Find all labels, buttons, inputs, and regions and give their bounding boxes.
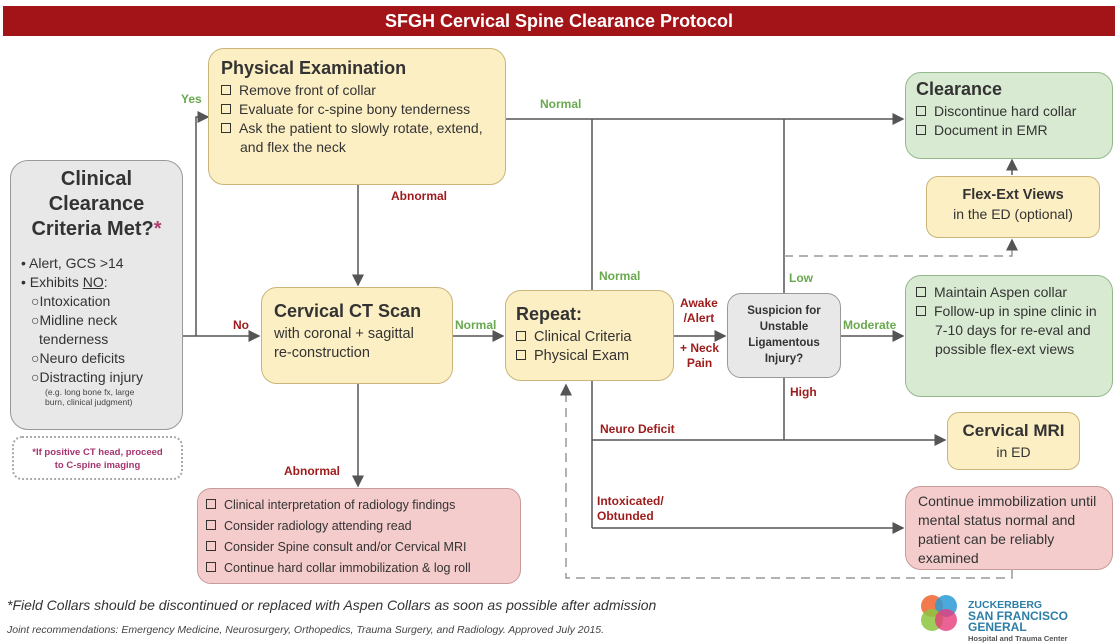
exam-item-collar: Remove front of collar [221, 81, 493, 100]
suspicion-line1: Suspicion for [747, 305, 821, 317]
label-abnormal-exam: Abnormal [391, 189, 448, 203]
repeat-item-exam: Physical Exam [516, 347, 663, 366]
repeat-item-criteria: Clinical Criteria [516, 328, 663, 347]
criterion-midline-2: tenderness [39, 331, 109, 347]
suspicion-line3: Ligamentous [748, 337, 820, 349]
abnormal-item-collar: Continue hard collar immobilization & lo… [206, 558, 512, 579]
criterion-neuro: ○Neuro deficits [31, 350, 126, 366]
clinical-title-3: Criteria Met? [31, 218, 154, 240]
mri-title: Cervical MRI [962, 421, 1065, 440]
label-abnormal-ct: Abnormal [284, 464, 341, 478]
zsfg-logo-mark [921, 595, 957, 631]
criterion-distracting: ○Distracting injury [31, 369, 143, 385]
label-moderate: Moderate [843, 318, 897, 332]
physical-exam-box: Physical Examination Remove front of col… [208, 48, 506, 185]
maintain-item-followup: Follow-up in spine clinic in 7-10 days f… [916, 302, 1102, 359]
clearance-title: Clearance [916, 79, 1003, 99]
label-intoxicated: Intoxicated/Obtunded [597, 494, 664, 523]
clinical-bullet-exhibits: • Exhibits NO: [21, 274, 108, 290]
suspicion-line4: Injury? [764, 353, 804, 365]
criterion-midline: ○Midline neck [31, 312, 118, 328]
maintain-box: Maintain Aspen collar Follow-up in spine… [905, 275, 1113, 397]
suspicion-box: Suspicion for Unstable Ligamentous Injur… [727, 293, 841, 378]
ct-head-note: *If positive CT head, proceed to C-spine… [12, 436, 183, 480]
footer-joint: Joint recommendations: Emergency Medicin… [7, 624, 605, 636]
clinical-clearance-box: Clinical Clearance Criteria Met?* • Aler… [10, 160, 183, 430]
label-low: Low [789, 271, 813, 285]
label-normal-exam: Normal [540, 97, 582, 111]
clinical-asterisk: * [153, 218, 162, 240]
abnormal-item-consult: Consider Spine consult and/or Cervical M… [206, 537, 512, 558]
flex-ext-subtitle: in the ED (optional) [953, 206, 1073, 222]
clearance-item-document: Document in EMR [916, 121, 1102, 140]
label-normal-ct: Normal [455, 318, 497, 332]
ct-scan-line1: with coronal + sagittal [274, 326, 414, 342]
label-neuro-deficit: Neuro Deficit [600, 422, 675, 436]
abnormal-item-attending: Consider radiology attending read [206, 516, 512, 537]
clinical-note-2: burn, clinical judgment) [45, 397, 133, 407]
title-banner: SFGH Cervical Spine Clearance Protocol [3, 6, 1115, 36]
repeat-box: Repeat: Clinical Criteria Physical Exam [505, 290, 674, 381]
repeat-title: Repeat: [516, 304, 583, 324]
immobilization-text: Continue immobilization until mental sta… [918, 493, 1097, 566]
physical-exam-title: Physical Examination [221, 58, 407, 78]
mri-box: Cervical MRI in ED [947, 412, 1080, 470]
clinical-title-1: Clinical [60, 168, 133, 190]
ct-scan-box: Cervical CT Scan with coronal + sagittal… [261, 287, 453, 384]
ct-scan-title: Cervical CT Scan [274, 301, 422, 321]
clinical-bullet-gcs: • Alert, GCS >14 [21, 255, 124, 271]
zsfg-logo-text: ZUCKERBERG SAN FRANCISCO GENERAL Hospita… [968, 599, 1069, 644]
label-yes: Yes [181, 92, 202, 106]
suspicion-line2: Unstable [759, 321, 809, 333]
clearance-item-discontinue: Discontinue hard collar [916, 102, 1102, 121]
criterion-intoxication: ○Intoxication [31, 293, 111, 309]
maintain-item-collar: Maintain Aspen collar [916, 283, 1102, 302]
clearance-box: Clearance Discontinue hard collar Docume… [905, 72, 1113, 159]
exam-item-rotate: Ask the patient to slowly rotate, extend… [221, 119, 493, 157]
immobilization-box: Continue immobilization until mental sta… [905, 486, 1113, 570]
flex-ext-title: Flex-Ext Views [962, 187, 1064, 203]
footer-note: *Field Collars should be discontinued or… [7, 597, 657, 613]
label-high: High [790, 385, 817, 399]
abnormal-item-interpretation: Clinical interpretation of radiology fin… [206, 495, 512, 516]
exam-item-tenderness: Evaluate for c-spine bony tenderness [221, 100, 493, 119]
label-no: No [233, 318, 249, 332]
mri-subtitle: in ED [996, 444, 1031, 460]
flex-ext-box: Flex-Ext Views in the ED (optional) [926, 176, 1100, 238]
ct-scan-line2: re-construction [274, 345, 370, 361]
abnormal-ct-box: Clinical interpretation of radiology fin… [197, 488, 521, 584]
clinical-note-1: (e.g. long bone fx, large [45, 387, 135, 397]
clinical-title-2: Clearance [48, 193, 145, 215]
label-awake-alert: Awake/Alert [680, 296, 718, 325]
label-normal-repeat: Normal [599, 269, 641, 283]
